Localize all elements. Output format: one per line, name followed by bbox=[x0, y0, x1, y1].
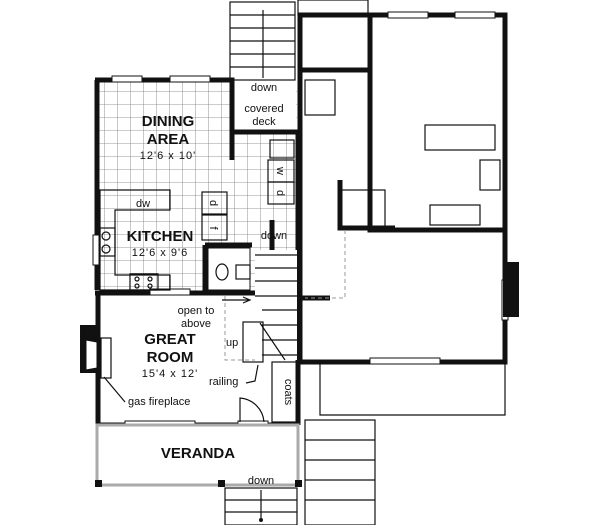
kitchen-label: KITCHEN bbox=[127, 228, 194, 245]
veranda bbox=[95, 423, 302, 525]
right-unit bbox=[297, 0, 519, 525]
railing-label: railing bbox=[209, 376, 238, 388]
pantry-label: d bbox=[207, 200, 219, 206]
dishwasher-label: dw bbox=[136, 198, 150, 210]
down-stairs-label: down bbox=[261, 230, 287, 242]
great-room-label-2: ROOM bbox=[147, 349, 194, 366]
kitchen-size: 12'6 x 9'6 bbox=[132, 247, 188, 259]
dryer-label: d bbox=[274, 190, 286, 196]
dining-area-size: 12'6 x 10' bbox=[140, 150, 196, 162]
open-to-above-label-2: above bbox=[181, 318, 211, 330]
coats-label: coats bbox=[282, 379, 294, 406]
dining-area-label: DINING bbox=[142, 113, 195, 130]
interior-stairs bbox=[222, 250, 297, 363]
coats-closet bbox=[271, 361, 298, 423]
great-room-size: 15'4 x 12' bbox=[142, 368, 198, 380]
veranda-label: VERANDA bbox=[161, 445, 235, 462]
up-label: up bbox=[226, 337, 238, 349]
great-room-label: GREAT bbox=[144, 331, 195, 348]
deck-stairs bbox=[229, 1, 296, 81]
washer-label: w bbox=[274, 166, 286, 175]
down-top-label: down bbox=[251, 82, 277, 94]
covered-deck-label-2: deck bbox=[252, 116, 276, 128]
fireplace bbox=[80, 325, 126, 403]
half-bath bbox=[207, 247, 251, 291]
fridge-label: f bbox=[207, 226, 219, 230]
kitchen-counters bbox=[99, 139, 295, 291]
gas-fireplace-label: gas fireplace bbox=[128, 396, 190, 408]
down-bottom-label: down bbox=[248, 475, 274, 487]
covered-deck-label: covered bbox=[244, 103, 283, 115]
open-to-above-label: open to bbox=[178, 305, 215, 317]
dining-area-label-2: AREA bbox=[147, 131, 190, 148]
entry-door-swing bbox=[239, 397, 265, 423]
